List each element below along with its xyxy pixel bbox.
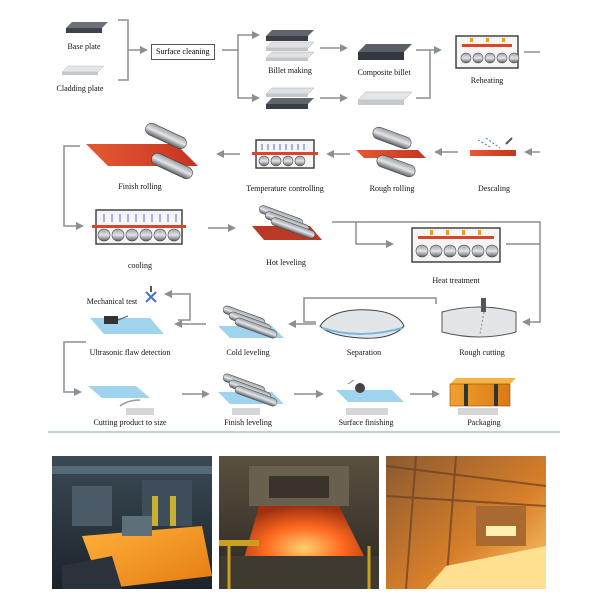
label-cutting-product: Cutting product to size xyxy=(93,418,167,427)
ultrasonic-flaw-detection-icon xyxy=(90,315,164,334)
finish-leveling-icon xyxy=(218,373,284,407)
label-rough-cutting: Rough cutting xyxy=(459,348,505,357)
hot-leveling-icon xyxy=(252,205,322,240)
arrow-hot-bypass xyxy=(356,221,541,300)
billet-making-lower-icon xyxy=(265,87,315,109)
cladding-plate-icon xyxy=(61,65,105,75)
packaging-icon xyxy=(449,378,516,407)
label-finish-leveling: Finish leveling xyxy=(224,418,272,427)
bracket-line xyxy=(118,19,146,81)
furnace-photo xyxy=(386,456,546,589)
label-ultrasonic-flaw-detection: Ultrasonic flaw detection xyxy=(89,348,171,357)
label-finish-rolling: Finish rolling xyxy=(118,182,162,191)
rough-rolling-icon xyxy=(356,126,426,178)
surface-cleaning-box: Surface cleaning xyxy=(151,44,215,60)
hot-slab-photo xyxy=(219,456,379,589)
arrow-to-rough-cut xyxy=(522,300,541,326)
label-heat-treatment: Heat treatment xyxy=(432,276,480,285)
grey-tag xyxy=(458,408,498,415)
label-composite-billet: Composite billet xyxy=(357,68,411,77)
heat-treatment-furnace-icon xyxy=(411,227,501,263)
descaling-icon xyxy=(470,137,516,156)
arrow-row2-down xyxy=(63,145,84,230)
reheating-furnace-icon xyxy=(455,35,520,69)
label-mechanical-test: Mechanical test xyxy=(86,297,138,306)
label-billet-making: Billet making xyxy=(268,66,312,75)
temperature-controlling-icon xyxy=(252,139,318,169)
label-rough-rolling: Rough rolling xyxy=(369,184,415,193)
label-separation: Separation xyxy=(346,348,382,357)
label-reheating: Reheating xyxy=(470,76,504,85)
finish-rolling-icon xyxy=(86,122,198,180)
label-base-plate: Base plate xyxy=(67,42,101,51)
label-cladding-plate: Cladding plate xyxy=(56,84,104,93)
label-cooling: cooling xyxy=(128,261,152,270)
cooling-icon xyxy=(92,209,186,245)
label-packaging: Packaging xyxy=(467,418,501,427)
label-temperature-controlling: Temperature controlling xyxy=(246,184,324,193)
arrow-rough-sep xyxy=(303,297,437,323)
surface-finishing-icon xyxy=(336,379,404,402)
grey-tag xyxy=(232,408,260,415)
arrow-ultra-mech xyxy=(164,290,191,321)
cold-leveling-icon xyxy=(218,305,284,339)
cutting-product-icon xyxy=(88,386,150,407)
arrow-split-low xyxy=(237,50,260,102)
label-hot-leveling: Hot leveling xyxy=(266,258,306,267)
composite-billet-icon xyxy=(357,44,413,105)
billet-making-icon xyxy=(265,30,315,61)
separation-icon xyxy=(319,309,405,339)
mechanical-test-icon xyxy=(145,286,157,303)
flow-svg xyxy=(48,19,560,433)
label-surface-finishing: Surface finishing xyxy=(338,418,394,427)
rolling-mill-photo xyxy=(52,456,212,589)
arrow-split xyxy=(222,31,260,51)
arrow-row4-down xyxy=(63,341,86,396)
grey-tag xyxy=(126,408,154,415)
grey-tag xyxy=(346,408,388,415)
rough-cutting-icon xyxy=(441,298,517,338)
label-descaling: Descaling xyxy=(478,184,510,193)
label-cold-leveling: Cold leveling xyxy=(226,348,270,357)
base-plate-icon xyxy=(66,22,108,33)
arrow-hot-heat xyxy=(332,221,394,248)
arrow-to-reheat-low xyxy=(416,50,431,99)
